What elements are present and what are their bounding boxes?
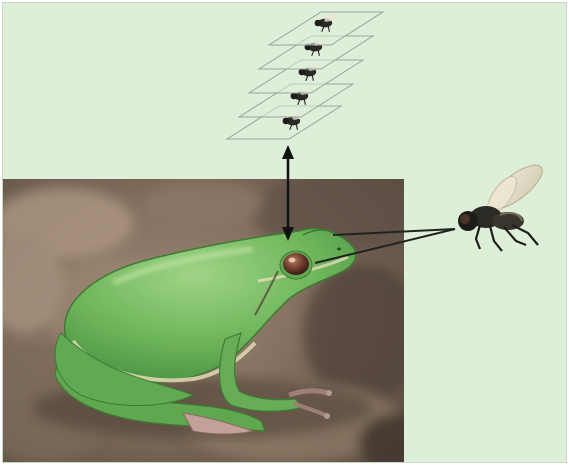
fly-abdomen	[492, 212, 524, 230]
frog-photo	[3, 173, 438, 463]
frog-eye	[280, 251, 312, 279]
frog-nostril	[337, 248, 341, 251]
frog-vision-diagram	[3, 3, 567, 463]
